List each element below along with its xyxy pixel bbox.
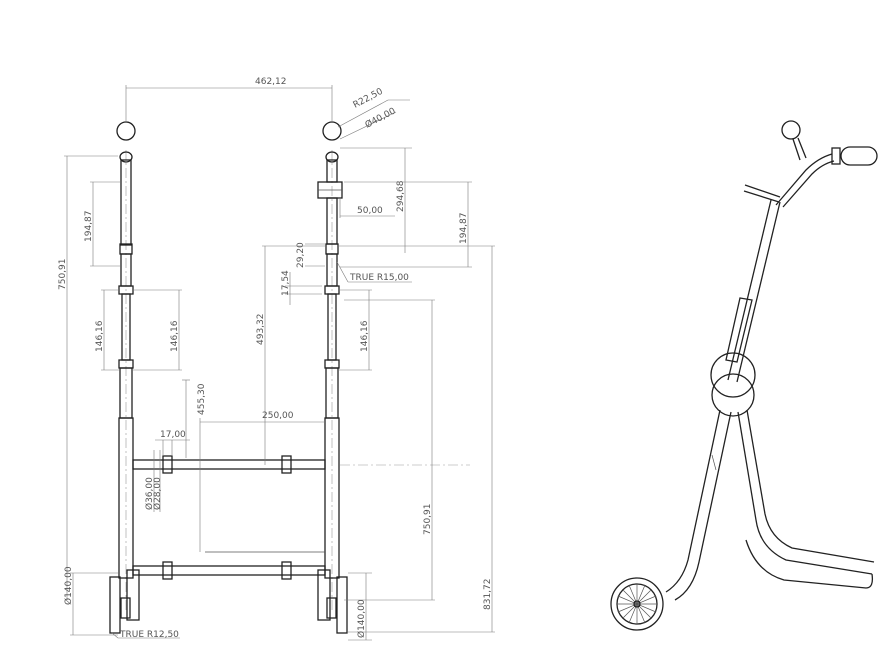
dim-foot-radius: TRUE R12,50 [119,630,179,640]
dim-wheel-left: Ø140,00 [63,566,74,605]
left-upper-tube [120,159,132,246]
dim-grip-left: 146,16 [95,320,105,352]
left-wheel-outer [109,576,121,634]
dim-upper-left: 194,87 [84,211,94,243]
left-hinge-ball [116,121,136,141]
dim-ball-diameter: Ø40,00 [363,105,397,130]
left-axle [120,597,131,619]
dim-clamp-width: 50,00 [357,206,383,216]
right-wheel-inner [317,569,331,621]
right-wheel-outer [336,576,348,634]
dim-total-right: 750,91 [423,504,433,536]
dim-ball-radius: R22,50 [352,87,385,111]
dim-overall-width: 462,12 [255,77,287,87]
left-ring [119,151,133,163]
right-axle [326,597,337,619]
lower-crossbar [132,561,326,580]
dim-grip-center: 146,16 [170,320,180,352]
dim-bend-radius: TRUE R15,00 [349,273,409,283]
steering-grip [725,297,753,363]
dim-crossbar-drop: 455,30 [197,383,207,415]
dim-tube-outer: Ø36,00 [144,477,155,510]
grip [840,146,878,166]
left-column [109,121,140,634]
dim-wheel-right: Ø140,00 [356,599,367,638]
steering-column [727,199,772,381]
dim-total-left: 750,91 [58,259,68,291]
front-view: 462,12 R22,50 Ø40,00 294,68 194,87 194,8… [58,77,495,641]
dim-tube-inner: Ø28,00 [152,477,163,510]
right-leg [324,417,340,579]
rear-leg [737,411,873,575]
dim-overall-height: 831,72 [483,579,493,611]
front-leg [665,409,721,593]
dim-collar-width: 17,00 [160,430,186,440]
right-column [317,121,348,634]
dim-grip-right: 146,16 [360,320,370,352]
wheel-spokes [617,584,657,624]
rear-wheel [610,577,664,631]
right-hinge-ball [322,121,342,141]
dim-clamp-offset: 29,20 [296,242,306,268]
left-leg [118,417,134,579]
side-view [610,120,878,631]
right-ring [325,151,339,163]
dim-crossbar-length: 250,00 [262,411,294,421]
footboard [745,539,874,589]
dim-upper-right: 194,87 [459,213,469,245]
hinge-ball [781,120,801,140]
dim-collar-spacing: 17,54 [281,270,291,296]
dim-handle-drop: 294,68 [396,180,406,212]
upper-crossbar [132,455,326,474]
dim-mid-height: 493,32 [256,314,266,346]
steering-joint [710,352,756,398]
handlebar [775,153,833,206]
